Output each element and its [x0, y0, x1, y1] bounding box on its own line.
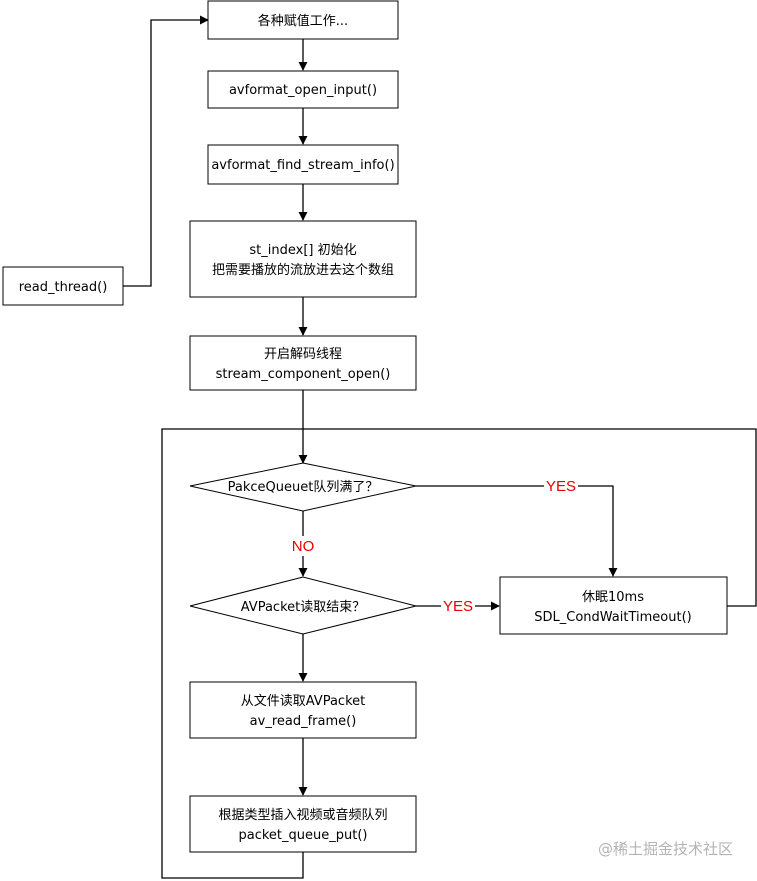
- edge-sleep-return: [303, 428, 757, 607]
- decision-read-end-label: AVPacket读取结束？: [241, 600, 365, 615]
- node-decoder-line2: stream_component_open(): [216, 367, 391, 382]
- node-open-input: avformat_open_input(): [207, 70, 399, 109]
- connectors: [123, 15, 757, 879]
- no-label-bg: [286, 536, 320, 556]
- node-find-stream-info-label: avformat_find_stream_info(): [211, 158, 394, 173]
- decision-queue-full: PakceQueuet队列满了？: [189, 462, 417, 512]
- node-read-frame: 从文件读取AVPacket av_read_frame(): [189, 681, 417, 739]
- edge-label-yes-full: YES: [546, 478, 576, 495]
- node-init-label: 各种赋值工作...: [258, 13, 348, 29]
- node-find-stream-info: avformat_find_stream_info(): [207, 144, 399, 185]
- yes-label-bg-2: [441, 596, 475, 616]
- edge-loop-return: [161, 428, 304, 879]
- node-read-thread-label: read_thread(): [19, 280, 108, 295]
- node-read-thread: read_thread(): [2, 266, 124, 306]
- node-st-index: st_index[] 初始化 把需要播放的流放进去这个数组: [189, 220, 417, 298]
- edge-label-no-full: NO: [292, 538, 315, 555]
- node-read-frame-line1: 从文件读取AVPacket: [241, 694, 365, 709]
- node-st-index-line2: 把需要播放的流放进去这个数组: [212, 262, 394, 278]
- decision-read-end: AVPacket读取结束？: [189, 576, 417, 635]
- node-sleep-line1: 休眠10ms: [582, 590, 644, 605]
- edge-label-yes-end: YES: [443, 598, 473, 615]
- node-queue-put-line1: 根据类型插入视频或音频队列: [218, 807, 387, 823]
- node-sleep-line2: SDL_CondWaitTimeout(): [534, 610, 691, 625]
- edge-queue-full-yes: [416, 485, 618, 577]
- decision-queue-full-label: PakceQueuet队列满了？: [228, 480, 379, 495]
- watermark: @稀土掘金技术社区: [598, 840, 733, 858]
- yes-label-bg: [544, 476, 578, 496]
- edge-read-thread-to-init: [123, 15, 209, 287]
- node-queue-put-line2: packet_queue_put(): [239, 828, 368, 843]
- node-open-input-label: avformat_open_input(): [229, 83, 377, 98]
- node-decoder-line1: 开启解码线程: [264, 347, 342, 362]
- node-sleep: 休眠10ms SDL_CondWaitTimeout(): [499, 576, 728, 635]
- node-read-frame-line2: av_read_frame(): [250, 714, 357, 729]
- node-queue-put: 根据类型插入视频或音频队列 packet_queue_put(): [189, 795, 417, 853]
- node-init: 各种赋值工作...: [207, 0, 399, 40]
- node-decoder: 开启解码线程 stream_component_open(): [189, 335, 417, 391]
- node-st-index-line1: st_index[] 初始化: [249, 243, 356, 258]
